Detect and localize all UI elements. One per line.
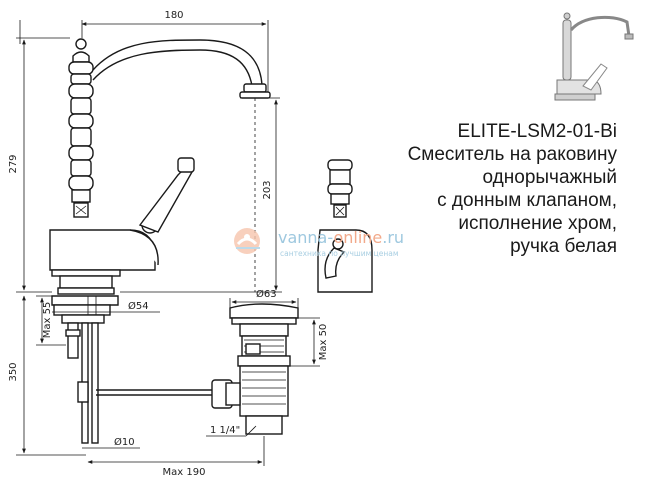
watermark-tagline: сантехника по лучшим ценам [280,249,399,258]
dim-max-deck: Max 55 [42,302,53,339]
product-model: ELITE-LSM2-01-Bi [457,121,617,142]
dim-base-diameter: Ø54 [128,300,149,312]
dim-spout-height: 203 [262,180,273,199]
product-description: ELITE-LSM2-01-Bi Смеситель на раковину о… [408,120,617,258]
description-line: исполнение хром, [458,213,617,234]
dim-max-reach: Max 190 [163,467,206,477]
dim-spout-reach: 180 [164,10,183,21]
description-line: Смеситель на раковину [407,144,617,165]
watermark: vanna-online.ru сантехника по лучшим цен… [232,226,422,266]
product-photo [554,12,634,101]
dim-rod-length: 350 [8,362,19,381]
description-line: однорычажный [482,167,617,188]
description-line: ручка белая [510,236,617,257]
description-line: с донным клапаном, [437,190,617,211]
dim-drain-height: Max 50 [318,324,329,361]
watermark-logo-icon [234,228,260,254]
dim-drain-diameter: Ø63 [256,288,277,300]
faucet-side-view [49,38,271,444]
dim-drain-thread: 1 1/4" [210,425,240,436]
dimension-lines [16,20,320,466]
dim-total-height: 279 [8,154,19,173]
dim-rod-diameter: Ø10 [114,436,135,448]
watermark-site: vanna-online.ru [278,228,405,247]
drain-valve [211,303,299,435]
lever-side-view [317,159,373,293]
